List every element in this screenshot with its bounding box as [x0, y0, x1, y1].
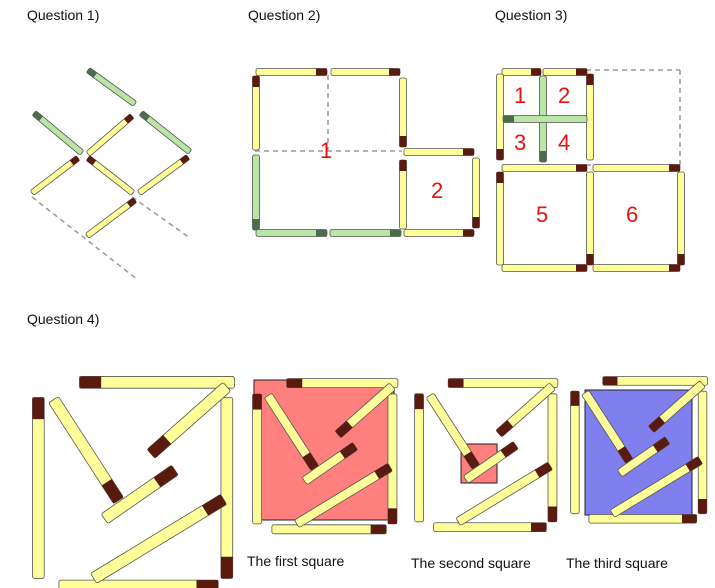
q1-moved-stick [32, 110, 84, 155]
q3-stick [501, 264, 588, 272]
q2-moved-stick [252, 154, 260, 231]
question-2-figure: 1 2 [252, 68, 480, 237]
q3-stick [542, 68, 588, 76]
q4-panel4-stick [617, 436, 670, 477]
q1-stick [86, 113, 134, 156]
q3-stick [501, 68, 542, 76]
q1-moved-stick [139, 110, 192, 154]
q3-dashed-lines [586, 69, 681, 166]
q2-stick [252, 75, 260, 151]
q2-stick [403, 229, 475, 237]
q4-panel2-stick [271, 524, 387, 535]
q4-panel2-stick [302, 442, 358, 485]
q4-panel2-stick [387, 393, 398, 525]
q2-moved-stick [255, 229, 328, 237]
q2-stick [399, 159, 407, 230]
q3-stick [496, 171, 504, 266]
question-2-label: Question 2) [248, 7, 320, 23]
q2-stick [330, 68, 401, 76]
q2-stick [472, 157, 480, 229]
q2-sticks [252, 68, 480, 237]
question-4-figure [32, 376, 709, 588]
q1-dashed-lines [31, 196, 191, 281]
q2-number-2: 2 [431, 178, 443, 203]
q1-stick [86, 155, 135, 195]
q1-stick [137, 154, 190, 196]
q4-panel3-stick [547, 393, 558, 523]
q4-panel4-stick [610, 456, 703, 517]
q4-panel4-stick [588, 514, 698, 524]
q2-dashed-lines [255, 75, 402, 152]
q3-number-2: 2 [558, 83, 570, 108]
q3-stick [592, 164, 681, 172]
q3-number-5: 5 [536, 202, 548, 227]
q4-panel3-stick [456, 462, 553, 526]
q1-stick [85, 197, 137, 239]
q4-panel3-stick [426, 393, 480, 470]
q4-panel3-stick [463, 441, 519, 483]
q4-panel2-stick [335, 383, 396, 438]
q4-panel2-stick [294, 463, 393, 528]
q1-moved-stick [86, 67, 137, 107]
q4-panel3-stick [433, 522, 547, 533]
question-1-label: Question 1) [27, 7, 99, 23]
q3-stick [586, 73, 594, 161]
q4-panel1-stick [58, 579, 219, 588]
q4-panel3-stick [414, 393, 424, 523]
caption-first-square: The first square [247, 553, 344, 569]
q4-panel1-stick [32, 397, 45, 579]
q2-stick [255, 68, 328, 76]
q3-stick [501, 164, 588, 172]
question-3-label: Question 3) [495, 7, 567, 23]
q4-panel1-stick [101, 465, 179, 524]
question-3-figure: 1 2 3 4 5 6 [496, 68, 685, 272]
q4-panel3-stick [447, 378, 559, 388]
q3-number-1: 1 [514, 83, 526, 108]
q3-number-6: 6 [626, 202, 638, 227]
q3-moved-stick [502, 115, 588, 123]
q4-panel4-stick [602, 376, 709, 386]
q2-moved-stick [329, 229, 402, 237]
question-1-figure [30, 67, 192, 281]
q4-panel1-stick [90, 494, 227, 584]
q4-sticks [32, 376, 709, 588]
q4-panel1-stick [147, 382, 231, 459]
q4-panel3-stick [495, 383, 555, 437]
caption-third-square: The third square [566, 555, 668, 571]
q2-stick [403, 148, 475, 156]
q3-number-4: 4 [558, 130, 570, 155]
q3-number-3: 3 [514, 130, 526, 155]
q1-sticks [30, 67, 192, 239]
q4-panel4-stick [570, 390, 580, 515]
q4-panel2-stick [264, 393, 319, 471]
q4-panel4-stick [581, 390, 633, 464]
q3-sticks [496, 68, 685, 272]
q2-stick [399, 77, 407, 148]
q4-panel4-stick [648, 381, 705, 433]
q4-panel2-stick [252, 393, 263, 525]
q4-panel1-stick [79, 376, 235, 389]
q3-stick [677, 171, 685, 266]
q4-panel1-stick [220, 397, 234, 579]
question-4-label: Question 4) [27, 311, 99, 327]
q4-panel2-stick [286, 378, 399, 389]
q3-stick [586, 171, 594, 266]
q3-stick [592, 264, 681, 272]
q4-panel1-stick [48, 396, 124, 504]
caption-second-square: The second square [411, 555, 531, 571]
q2-number-1: 1 [320, 138, 332, 163]
q1-stick [30, 155, 80, 195]
q3-stick [496, 73, 504, 161]
q4-panel4-stick [697, 390, 708, 515]
